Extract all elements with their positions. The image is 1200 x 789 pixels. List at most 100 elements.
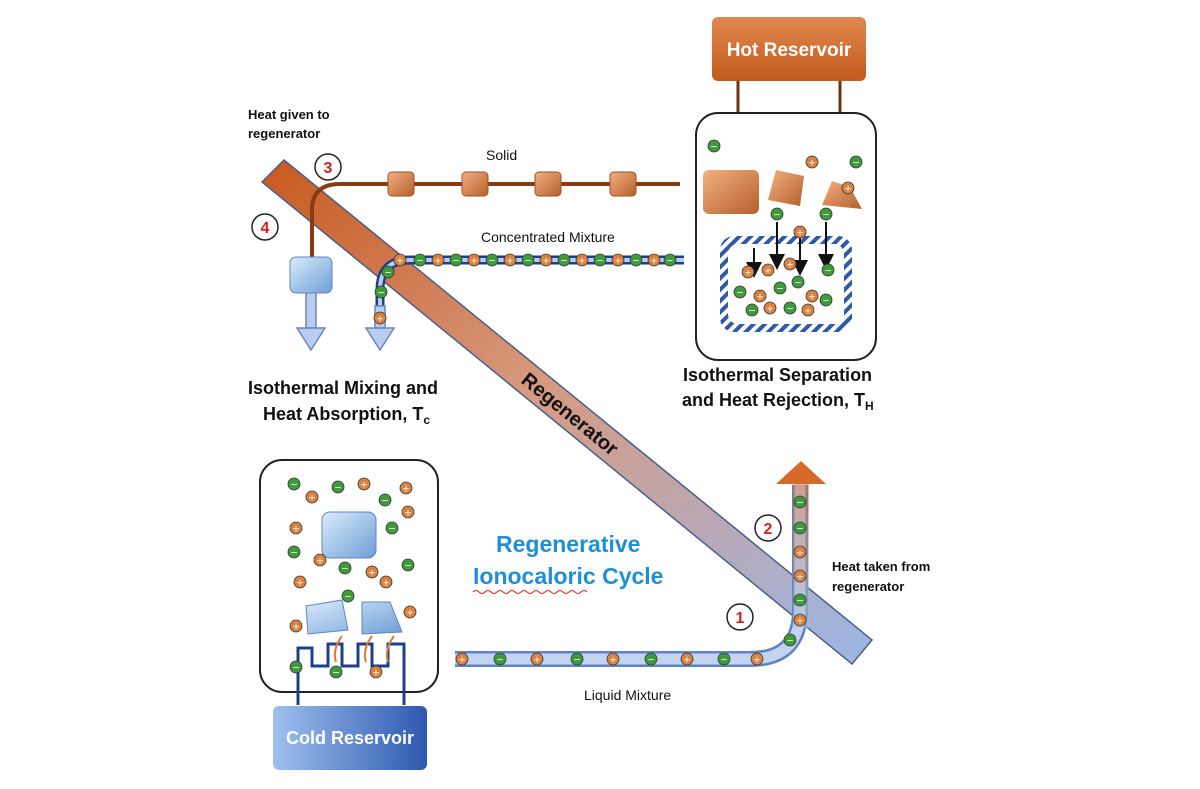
cation-particle xyxy=(399,481,413,495)
minus-ion-icon: − xyxy=(341,565,349,575)
plus-ion-icon: + xyxy=(368,569,376,579)
anion-particle xyxy=(329,665,343,679)
anion-particle xyxy=(733,285,747,299)
ice-cube-icon-large xyxy=(321,511,377,559)
anion-particle xyxy=(819,293,833,307)
solid-tube xyxy=(310,182,680,268)
minus-ion-icon: − xyxy=(384,269,392,279)
plus-ion-icon: + xyxy=(796,617,804,627)
minus-ion-icon: − xyxy=(796,499,804,509)
cation-particle xyxy=(455,652,469,666)
plus-ion-icon: + xyxy=(402,485,410,495)
minus-ion-icon: − xyxy=(647,656,655,666)
plus-ion-icon: + xyxy=(360,481,368,491)
minus-ion-icon: − xyxy=(666,257,674,267)
anion-particle xyxy=(485,253,499,267)
plus-ion-icon: + xyxy=(796,549,804,559)
plus-ion-icon: + xyxy=(756,293,764,303)
plus-ion-icon: + xyxy=(796,229,804,239)
minus-ion-icon: − xyxy=(710,143,718,153)
minus-ion-icon: − xyxy=(596,257,604,267)
minus-ion-icon: − xyxy=(786,637,794,647)
anion-particle xyxy=(644,652,658,666)
anion-particle xyxy=(570,652,584,666)
cation-particle xyxy=(750,652,764,666)
plus-ion-icon: + xyxy=(650,257,658,267)
cation-particle xyxy=(805,289,819,303)
anion-particle xyxy=(341,589,355,603)
minus-ion-icon: − xyxy=(381,497,389,507)
minus-ion-icon: − xyxy=(794,279,802,289)
anion-particle xyxy=(493,652,507,666)
cation-particle xyxy=(305,490,319,504)
anion-particle xyxy=(338,561,352,575)
minus-ion-icon: − xyxy=(332,669,340,679)
minus-ion-icon: − xyxy=(388,525,396,535)
minus-ion-icon: − xyxy=(452,257,460,267)
plus-ion-icon: + xyxy=(753,656,761,666)
hot-reservoir: Hot Reservoir xyxy=(712,17,866,81)
cation-particle xyxy=(647,253,661,267)
cation-particle xyxy=(539,253,553,267)
cation-particle xyxy=(373,311,387,325)
anion-particle xyxy=(413,253,427,267)
cation-particle xyxy=(575,253,589,267)
plus-ion-icon: + xyxy=(376,315,384,325)
plus-ion-icon: + xyxy=(786,261,794,271)
ion-particles: +−+−+−+−+−+−+−+−−−++−+−+−+−+−+−++−−−+−+−… xyxy=(287,139,863,679)
plus-ion-icon: + xyxy=(372,669,380,679)
svg-text:4: 4 xyxy=(261,220,270,237)
plus-ion-icon: + xyxy=(458,656,466,666)
cation-particle xyxy=(289,521,303,535)
anion-particle xyxy=(287,477,301,491)
plus-ion-icon: + xyxy=(744,269,752,279)
anion-particle xyxy=(707,139,721,153)
plus-ion-icon: + xyxy=(808,293,816,303)
minus-ion-icon: − xyxy=(496,656,504,666)
heat-given-label: Heat given to regenerator xyxy=(248,107,330,141)
step-marker-3: 3 xyxy=(314,153,342,181)
anion-particle xyxy=(770,207,784,221)
anion-particle xyxy=(593,253,607,267)
solid-crystals-tube xyxy=(387,171,637,197)
step-marker-2: 2 xyxy=(754,514,782,542)
cycle-title: Regenerative Ionocaloric Cycle xyxy=(473,531,663,589)
cold-heat-exchanger xyxy=(296,642,406,705)
anion-particle xyxy=(557,253,571,267)
anion-particle xyxy=(289,660,303,674)
plus-ion-icon: + xyxy=(609,656,617,666)
anion-particle xyxy=(521,253,535,267)
plus-ion-icon: + xyxy=(804,307,812,317)
plus-ion-icon: + xyxy=(396,257,404,267)
plus-ion-icon: + xyxy=(796,573,804,583)
heat-taken-label: Heat taken from regenerator xyxy=(832,559,931,594)
plus-ion-icon: + xyxy=(542,257,550,267)
minus-ion-icon: − xyxy=(773,211,781,221)
plus-ion-icon: + xyxy=(308,494,316,504)
regenerator-label: Regenerator xyxy=(517,369,622,461)
anion-particle xyxy=(381,265,395,279)
plus-ion-icon: + xyxy=(316,557,324,567)
anion-particle xyxy=(783,301,797,315)
plus-ion-icon: + xyxy=(434,257,442,267)
plus-ion-icon: + xyxy=(470,257,478,267)
plus-ion-icon: + xyxy=(533,656,541,666)
cation-particle xyxy=(403,605,417,619)
hot-reservoir-label: Hot Reservoir xyxy=(727,40,852,61)
cation-particle xyxy=(611,253,625,267)
cation-particle xyxy=(841,181,855,195)
minus-ion-icon: − xyxy=(573,656,581,666)
cation-particle xyxy=(289,619,303,633)
plus-ion-icon: + xyxy=(766,305,774,315)
cation-particle xyxy=(530,652,544,666)
minus-ion-icon: − xyxy=(852,159,860,169)
svg-text:3: 3 xyxy=(324,160,333,177)
anion-particle xyxy=(717,652,731,666)
minus-ion-icon: − xyxy=(736,289,744,299)
solid-label: Solid xyxy=(486,147,517,163)
anion-particle xyxy=(331,480,345,494)
heat-flow-arrows-cold xyxy=(333,635,395,663)
cation-particle xyxy=(503,253,517,267)
